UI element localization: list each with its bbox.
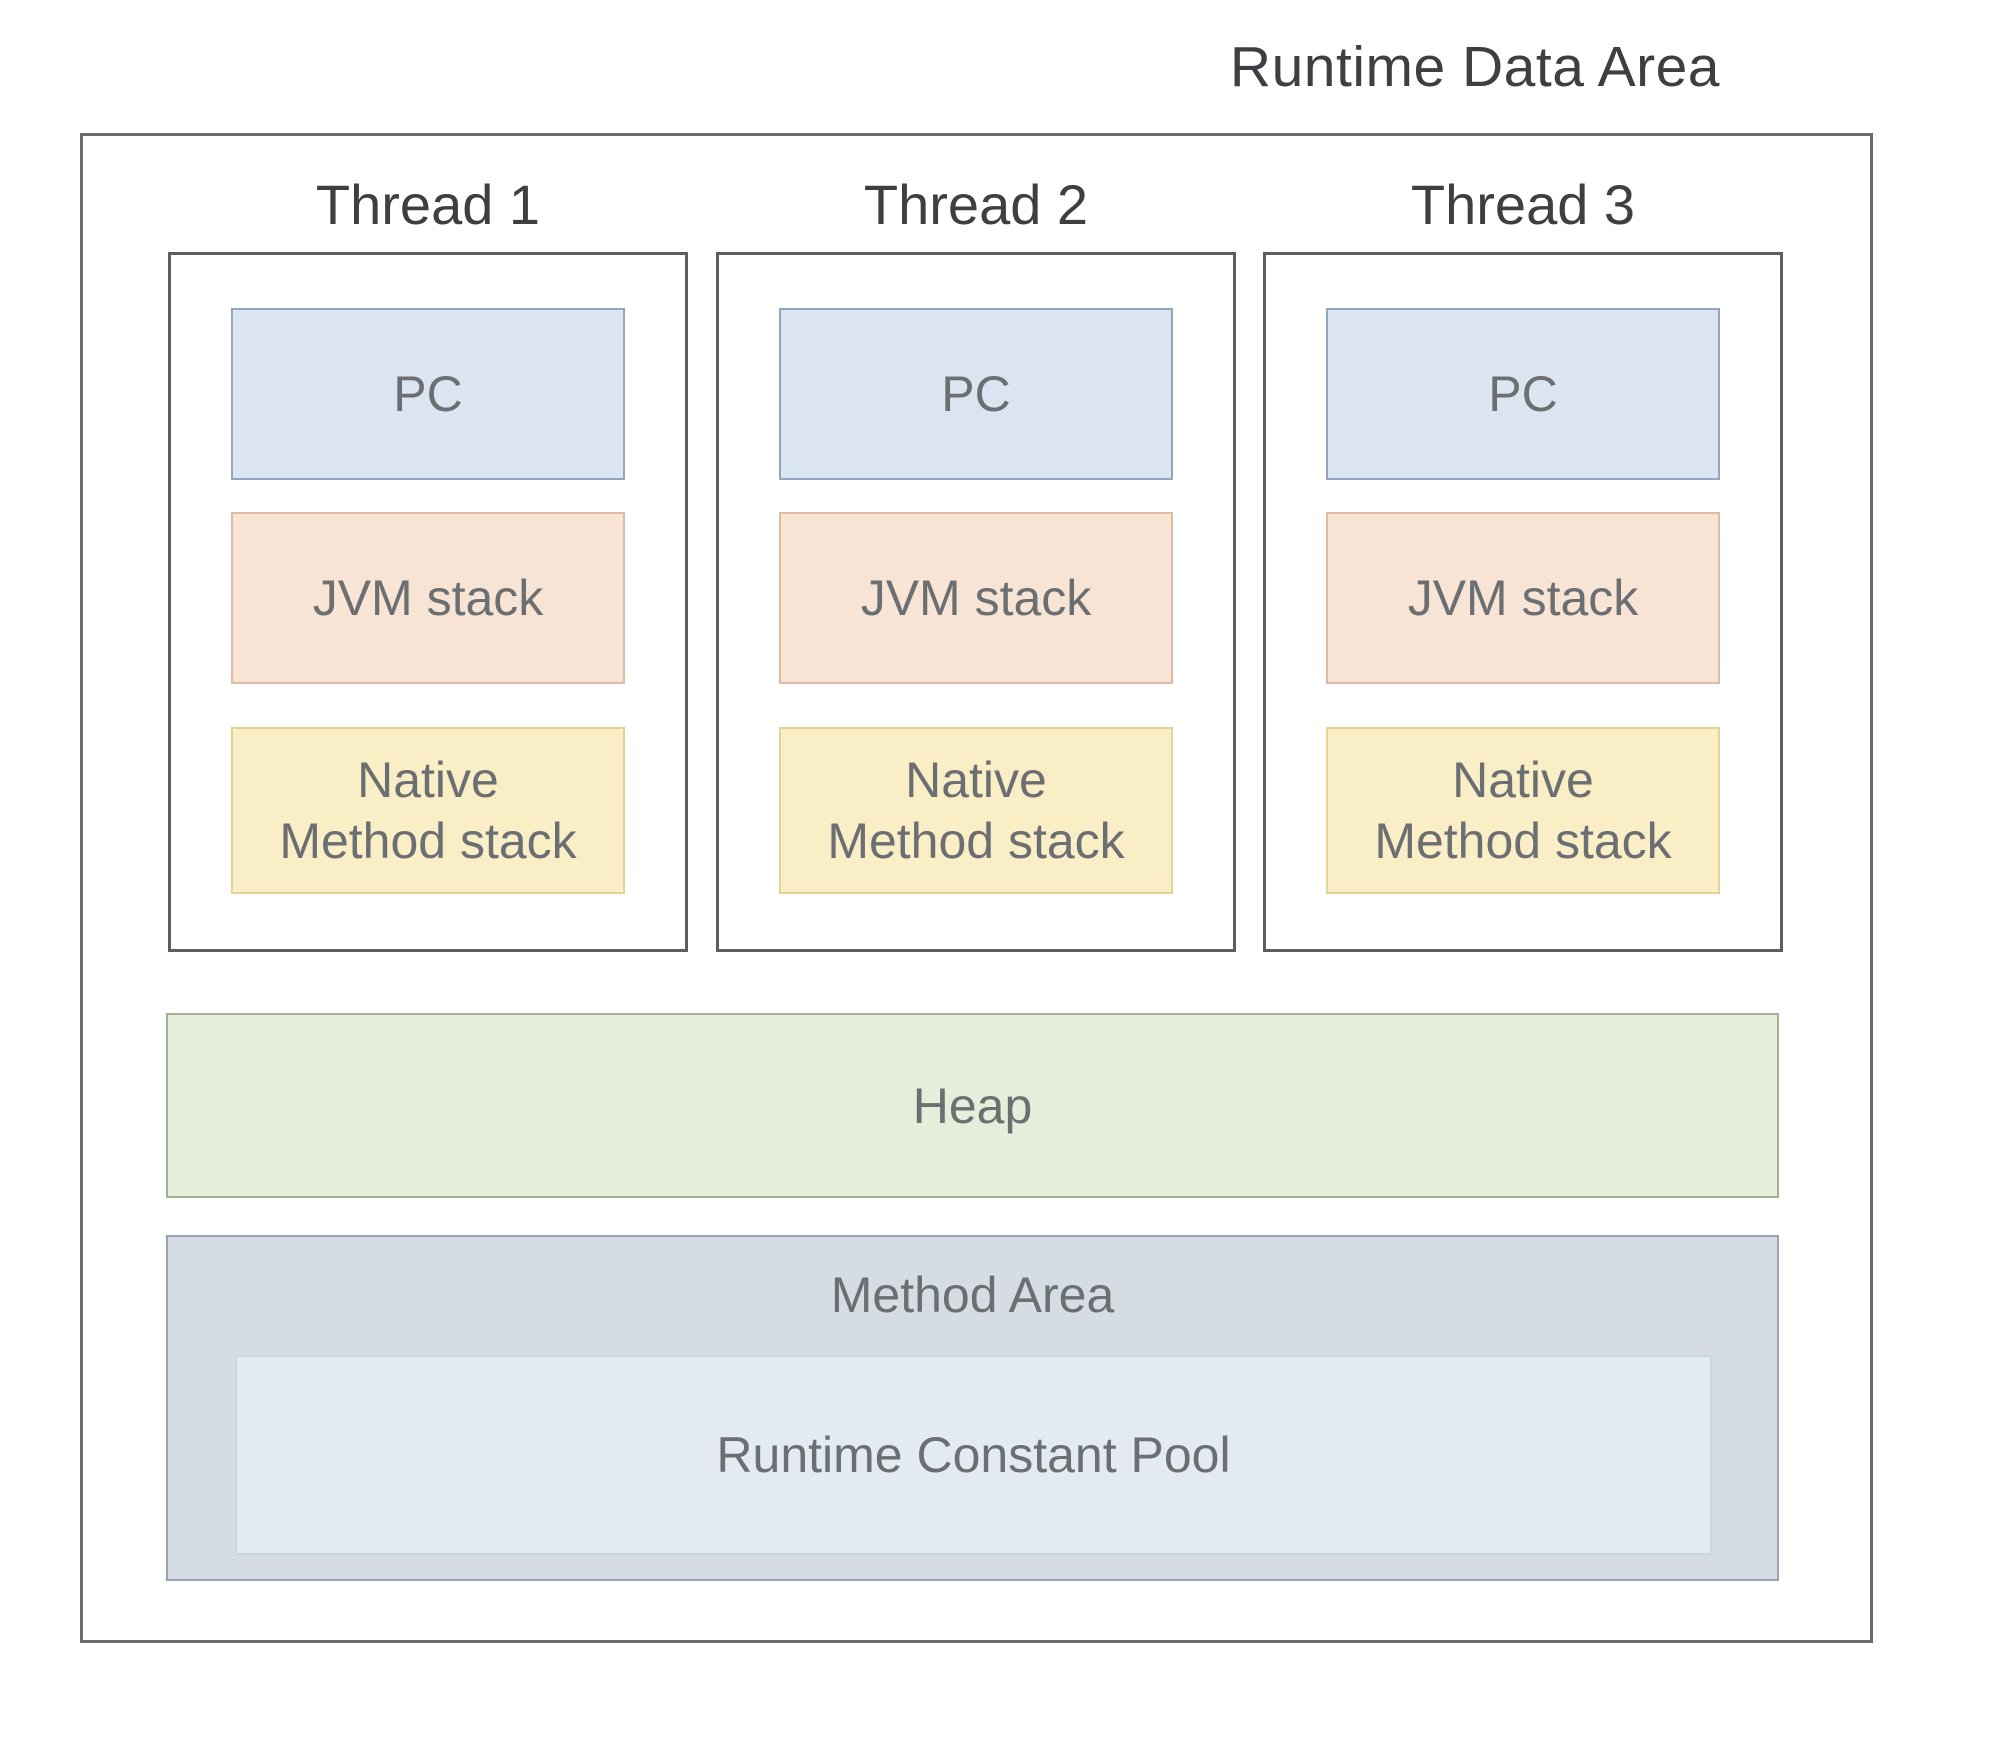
thread-2-jvm-stack-label: JVM stack bbox=[860, 569, 1092, 626]
thread-2-heading: Thread 2 bbox=[863, 173, 1089, 236]
thread-1-native-method-stack-label-line1: Native bbox=[357, 751, 499, 808]
thread-1-jvm-stack-label: JVM stack bbox=[312, 569, 544, 626]
thread-1-native-method-stack-label-line2: Method stack bbox=[279, 812, 577, 869]
thread-1-heading: Thread 1 bbox=[315, 173, 541, 236]
thread-2-native-method-stack-label-line1: Native bbox=[905, 751, 1047, 808]
thread-1-jvm-stack-box: JVM stack bbox=[231, 512, 625, 684]
thread-3-native-method-stack-label-line2: Method stack bbox=[1374, 812, 1672, 869]
runtime-constant-pool-box: Runtime Constant Pool bbox=[235, 1355, 1712, 1555]
heap-box: Heap bbox=[166, 1013, 1779, 1198]
thread-2-native-method-stack-label-line2: Method stack bbox=[827, 812, 1125, 869]
thread-2-native-method-stack-box: Native Method stack bbox=[779, 727, 1173, 894]
thread-2-pc-label: PC bbox=[941, 365, 1011, 422]
thread-3-native-method-stack-label-line1: Native bbox=[1452, 751, 1594, 808]
thread-1-pc-box: PC bbox=[231, 308, 625, 480]
method-area-label-text: Method Area bbox=[830, 1267, 1115, 1323]
thread-2-jvm-stack-box: JVM stack bbox=[779, 512, 1173, 684]
thread-3-jvm-stack-box: JVM stack bbox=[1326, 512, 1720, 684]
thread-1-pc-label: PC bbox=[393, 365, 463, 422]
heap-label: Heap bbox=[912, 1077, 1033, 1134]
method-area-label: Method Area bbox=[166, 1248, 1779, 1342]
thread-2-pc-box: PC bbox=[779, 308, 1173, 480]
thread-3-heading: Thread 3 bbox=[1410, 173, 1636, 236]
thread-3-pc-label: PC bbox=[1488, 365, 1558, 422]
thread-1-native-method-stack-box: Native Method stack bbox=[231, 727, 625, 894]
thread-3-native-method-stack-box: Native Method stack bbox=[1326, 727, 1720, 894]
runtime-constant-pool-label: Runtime Constant Pool bbox=[716, 1427, 1231, 1483]
thread-3-jvm-stack-label: JVM stack bbox=[1407, 569, 1639, 626]
thread-3-pc-box: PC bbox=[1326, 308, 1720, 480]
diagram-title: Runtime Data Area bbox=[1229, 35, 1720, 99]
